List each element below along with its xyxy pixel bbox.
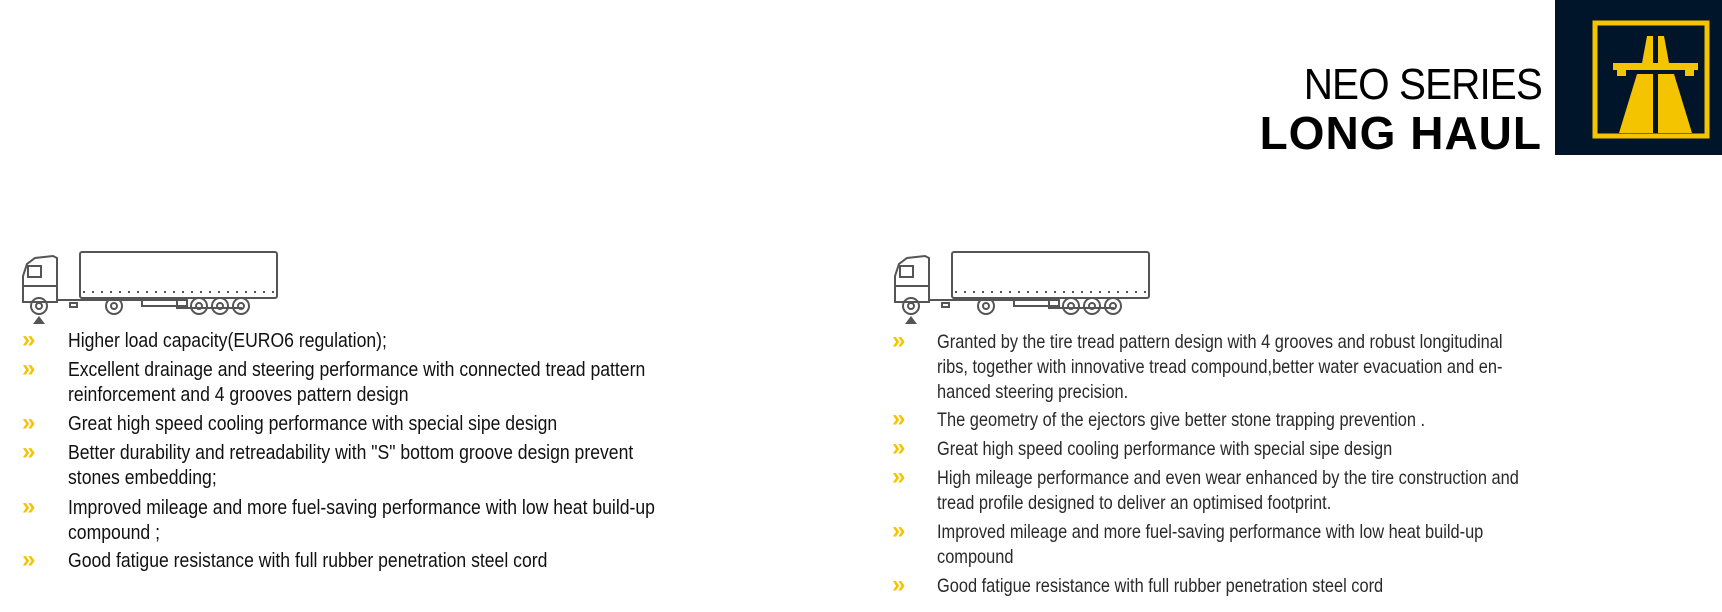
truck-steer-axle-icon <box>17 242 279 324</box>
chevron-bullet-icon: » <box>22 355 36 382</box>
chevron-bullet-icon: » <box>892 434 906 461</box>
feature-text-line: Great high speed cooling performance wit… <box>937 438 1393 460</box>
chevron-bullet-icon: » <box>892 571 906 598</box>
truck-steer-axle-icon <box>889 242 1151 324</box>
feature-text: Better durability and retreadability wit… <box>68 441 633 491</box>
chevron-bullet-icon: » <box>892 405 906 432</box>
feature-text: Great high speed cooling performance wit… <box>937 437 1392 462</box>
feature-text-line: Improved mileage and more fuel-saving pe… <box>937 521 1484 543</box>
feature-text: Improved mileage and more fuel-saving pe… <box>68 496 655 546</box>
feature-text-line: Good fatigue resistance with full rubber… <box>68 550 548 572</box>
feature-text: The geometry of the ejectors give better… <box>937 408 1425 433</box>
chevron-bullet-icon: » <box>22 546 36 573</box>
feature-text-line: stones embedding; <box>68 467 217 489</box>
feature-text-line: hanced steering precision. <box>937 381 1129 403</box>
chevron-bullet-icon: » <box>22 438 36 465</box>
chevron-bullet-icon: » <box>22 409 36 436</box>
feature-text-line: Higher load capacity(EURO6 regulation); <box>68 330 387 352</box>
feature-text: Good fatigue resistance with full rubber… <box>68 549 547 574</box>
highway-road-icon <box>1592 20 1710 139</box>
feature-text-line: compound ; <box>68 522 160 544</box>
feature-text: Granted by the tire tread pattern design… <box>937 330 1502 405</box>
feature-text-line: High mileage performance and even wear e… <box>937 467 1519 489</box>
chevron-bullet-icon: » <box>892 463 906 490</box>
feature-text: Great high speed cooling performance wit… <box>68 412 557 437</box>
chevron-bullet-icon: » <box>22 326 36 353</box>
feature-text-line: Improved mileage and more fuel-saving pe… <box>68 497 655 519</box>
series-title: NEO SERIES <box>1303 60 1543 109</box>
feature-text-line: compound <box>937 546 1014 568</box>
chevron-bullet-icon: » <box>22 493 36 520</box>
feature-text-line: Granted by the tire tread pattern design… <box>937 331 1503 353</box>
feature-text-line: tread profile designed to deliver an opt… <box>937 492 1332 514</box>
brand-logo <box>1555 0 1722 155</box>
feature-text-line: Great high speed cooling performance wit… <box>68 413 558 435</box>
feature-text-line: ribs, together with innovative tread com… <box>937 356 1503 378</box>
feature-text-line: The geometry of the ejectors give better… <box>937 409 1426 431</box>
feature-text: Good fatigue resistance with full rubber… <box>937 574 1383 599</box>
feature-text-line: Better durability and retreadability wit… <box>68 442 634 464</box>
feature-text-line: Good fatigue resistance with full rubber… <box>937 575 1384 597</box>
chevron-bullet-icon: » <box>892 327 906 354</box>
feature-text: High mileage performance and even wear e… <box>937 466 1519 516</box>
product-line-title: LONG HAUL <box>1259 107 1542 159</box>
feature-text-line: reinforcement and 4 grooves pattern desi… <box>68 384 409 406</box>
feature-text: Higher load capacity(EURO6 regulation); <box>68 329 387 354</box>
feature-text: Excellent drainage and steering performa… <box>68 358 645 408</box>
feature-text-line: Excellent drainage and steering performa… <box>68 359 646 381</box>
feature-text: Improved mileage and more fuel-saving pe… <box>937 520 1483 570</box>
chevron-bullet-icon: » <box>892 517 906 544</box>
